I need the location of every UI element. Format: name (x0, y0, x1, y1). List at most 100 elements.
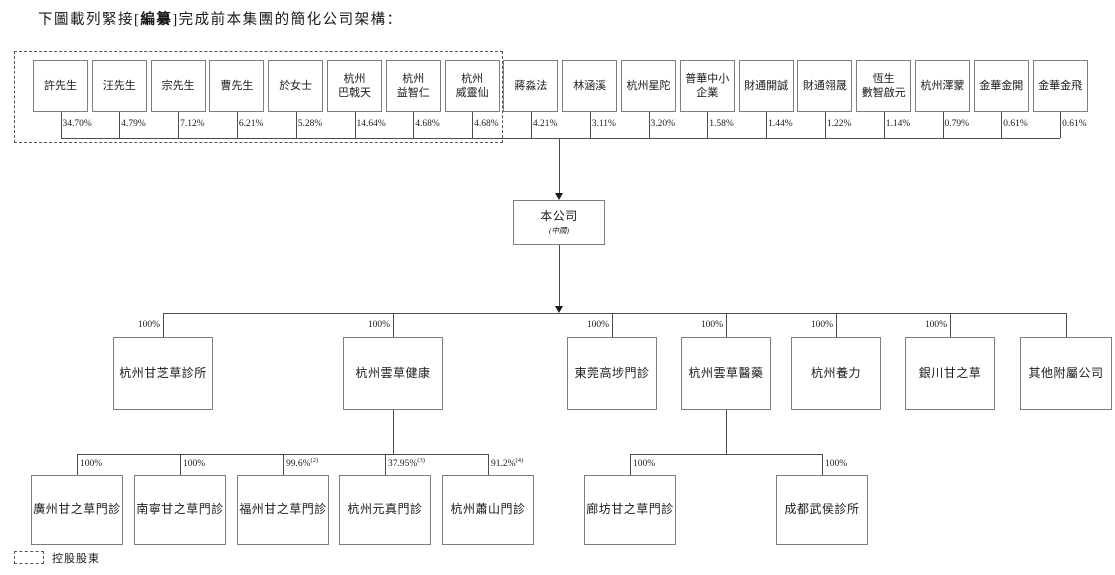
subsidiary-box: 杭州養力 (791, 337, 881, 410)
shareholder-box-label: 宗先生 (161, 79, 195, 92)
ownership-pct: 37.95%(3) (388, 457, 425, 469)
shareholder-box-label: 杭州 巴戟天 (338, 72, 371, 99)
sub-subsidiary-box: 成都武侯診所 (776, 475, 868, 545)
controlling-shareholders-group (14, 51, 503, 143)
ownership-pct: 4.68% (415, 119, 440, 129)
connector-line (119, 112, 121, 138)
page-title: 下圖載列緊接[編纂]完成前本集團的簡化公司架構： (38, 8, 403, 29)
shareholder-box: 杭州星陀 (621, 60, 676, 112)
connector-line (766, 112, 768, 138)
ownership-pct: 34.70% (63, 119, 92, 129)
arrow-down-icon (555, 193, 563, 200)
ownership-pct: 100% (701, 320, 723, 330)
subsidiary-box: 東莞高埗門診 (567, 337, 657, 410)
ownership-pct-value: 100% (825, 459, 848, 469)
footnote-marker: (4) (515, 456, 524, 464)
sub-subsidiary-box-label: 成都武侯診所 (784, 502, 860, 517)
ownership-pct: 0.61% (1062, 119, 1087, 129)
connector-line (488, 454, 489, 475)
shareholder-box: 蔣淼法 (503, 60, 559, 112)
sub-subsidiary-box: 廣州甘之草門診 (31, 475, 123, 545)
sub-subsidiary-box: 南寧甘之草門診 (134, 475, 226, 545)
connector-line (77, 454, 78, 475)
sub-subsidiary-box-label: 杭州元真門診 (347, 502, 423, 517)
ownership-pct: 3.20% (651, 119, 676, 129)
connector-line (726, 313, 727, 337)
company-jurisdiction: (中國) (548, 226, 569, 236)
ownership-pct-value: 3.11% (591, 119, 616, 129)
connector-line (385, 454, 386, 475)
subsidiary-bus (163, 313, 1066, 314)
shareholder-box-label: 普華中小 企業 (685, 72, 730, 99)
shareholder-box: 普華中小 企業 (679, 60, 735, 112)
ownership-pct: 0.61% (1003, 119, 1028, 129)
connector-line (883, 112, 885, 138)
sub-subsidiary-box-label: 南寧甘之草門診 (136, 502, 224, 517)
ownership-pct-value: 100% (924, 320, 947, 330)
company-name: 本公司 (540, 208, 578, 223)
connector-line (530, 112, 532, 138)
shareholder-box-label: 財通開誠 (744, 79, 789, 92)
shareholder-box-label: 金華金飛 (1038, 79, 1083, 92)
ownership-pct: 1.22% (827, 119, 852, 129)
connector-line (1066, 313, 1067, 337)
connector-line (413, 112, 415, 138)
ownership-pct: 99.6%(2) (286, 457, 318, 469)
connector-line (354, 112, 356, 138)
shareholder-box: 於女士 (268, 60, 324, 112)
ownership-pct-value: 99.6% (286, 459, 311, 469)
ownership-pct: 100% (825, 459, 847, 469)
ownership-pct-value: 100% (183, 459, 206, 469)
shareholder-box-label: 金華金開 (979, 79, 1024, 92)
shareholder-box: 財通翎晟 (797, 60, 853, 112)
connector-line (60, 112, 62, 138)
dashed-box-icon (14, 551, 44, 564)
shareholder-box: 曹先生 (209, 60, 265, 112)
connector-line (472, 112, 474, 138)
sub-subsidiary-box: 杭州蕭山門診 (442, 475, 534, 545)
company-label-group: 本公司 (中國) (540, 209, 578, 237)
ownership-pct-value: 6.21% (238, 119, 264, 129)
ownership-pct: 100% (138, 320, 160, 330)
shareholder-box: 杭州澤蒙 (915, 60, 970, 112)
ownership-pct: 3.11% (592, 119, 616, 129)
connector-line (393, 313, 394, 337)
shareholder-box-label: 恆生 數智啟元 (861, 72, 906, 99)
connector-line (648, 112, 650, 138)
connector-line (824, 112, 826, 138)
ownership-pct: 14.64% (357, 119, 386, 129)
connector-line (283, 454, 284, 475)
legend-label: 控股股東 (52, 553, 100, 565)
shareholder-box: 金華金開 (973, 60, 1029, 112)
ownership-pct: 100% (183, 459, 205, 469)
ownership-pct: 6.21% (239, 119, 264, 129)
shareholder-box: 金華金飛 (1032, 60, 1088, 112)
connector-line (295, 112, 297, 138)
company-box: 本公司 (中國) (513, 200, 605, 245)
shareholder-box-label: 許先生 (44, 79, 77, 92)
ownership-pct-value: 1.22% (826, 119, 852, 129)
ownership-pct-value: 0.61% (1003, 119, 1028, 129)
shareholder-box: 林涵溪 (562, 60, 618, 112)
ownership-pct: 100% (80, 459, 102, 469)
connector-line (950, 313, 951, 337)
shareholder-box-label: 財通翎晟 (802, 79, 847, 92)
shareholder-box: 恆生 數智啟元 (856, 60, 912, 112)
connector-line (180, 454, 181, 475)
ownership-pct-value: 1.58% (709, 119, 734, 129)
subsidiary-box: 銀川甘之草 (905, 337, 995, 410)
connector-line (393, 410, 394, 454)
subsidiary-box-label: 杭州雲草醫藥 (688, 365, 764, 380)
ownership-pct: 4.79% (121, 119, 146, 129)
connector-line (630, 454, 631, 475)
title-suffix: ]完成前本集團的簡化公司架構： (172, 12, 403, 28)
ownership-pct: 100% (587, 320, 609, 330)
connector-line (707, 112, 709, 138)
connector-line (726, 410, 727, 454)
title-redacted: 編纂 (140, 12, 173, 28)
ownership-pct: 100% (811, 320, 833, 330)
subsidiary-box: 杭州甘芝草診所 (113, 337, 213, 410)
sub-subsidiary-box: 杭州元真門診 (339, 475, 431, 545)
subsidiary-box: 杭州雲草醫藥 (681, 337, 771, 410)
